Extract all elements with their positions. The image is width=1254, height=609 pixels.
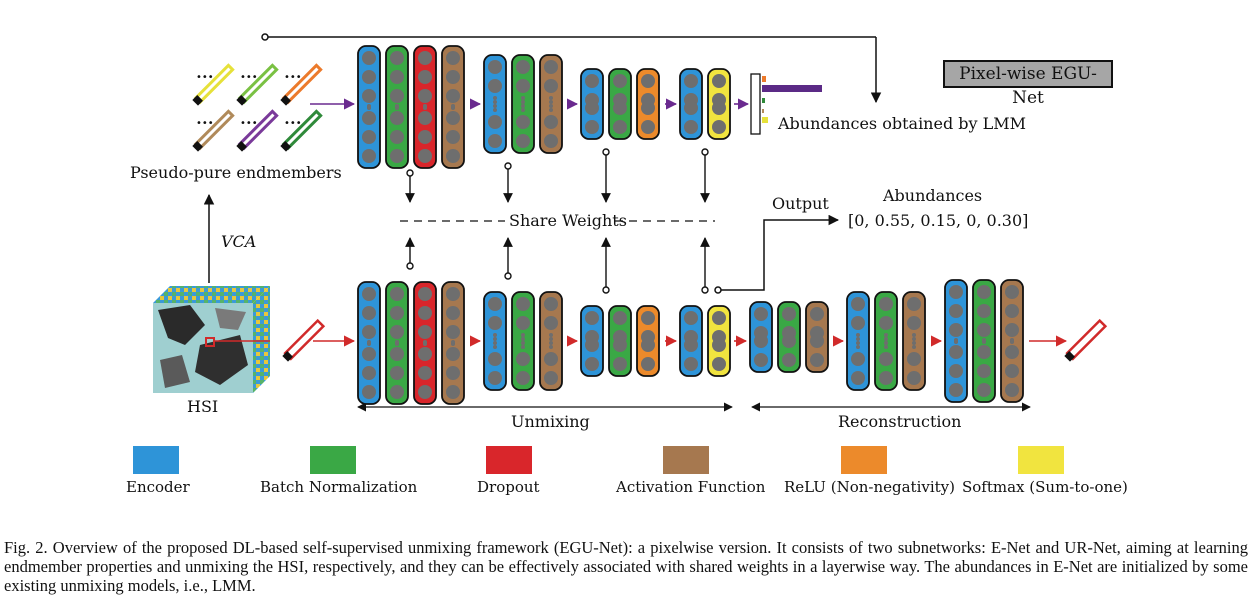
enet-block1-dropout-layer — [413, 45, 437, 169]
enet-block2-encoder-layer — [483, 54, 507, 154]
share-weights-label: Share Weights — [509, 211, 627, 230]
recon-block2-encoder-layer — [846, 291, 870, 391]
urnet-block1-batch-norm-layer — [385, 281, 409, 405]
recon-block3-activation-layer — [1000, 279, 1024, 403]
urnet-block2-batch-norm-layer — [511, 291, 535, 391]
share-link-bottom-1-node — [406, 262, 414, 270]
svg-text:•••: ••• — [196, 72, 214, 83]
enet-block3-encoder-layer — [580, 68, 604, 140]
recon-block1-batch-norm-layer — [777, 301, 801, 373]
legend-label-relu: ReLU (Non-negativity) — [784, 478, 955, 496]
output-pixel-bar — [1064, 318, 1108, 362]
enet-block2-activation-layer — [539, 54, 563, 154]
svg-text:•••: ••• — [284, 118, 302, 129]
svg-text:•••: ••• — [196, 118, 214, 129]
dropout-swatch — [486, 446, 532, 474]
legend-label-batch-normalization: Batch Normalization — [260, 478, 418, 496]
legend-label-dropout: Dropout — [477, 478, 540, 496]
recon-block1-encoder-layer — [749, 301, 773, 373]
figure-caption: Fig. 2. Overview of the proposed DL-base… — [4, 538, 1248, 595]
urnet-block2-encoder-layer — [483, 291, 507, 391]
enet-block1-activation-layer — [441, 45, 465, 169]
output-arrow — [721, 214, 840, 291]
pixel-wise-badge: Pixel-wise EGU-Net — [943, 60, 1113, 108]
output-label: Output — [772, 194, 829, 213]
svg-text:•••: ••• — [284, 72, 302, 83]
urnet-block4-encoder-layer — [679, 305, 703, 377]
enet-block4-encoder-layer — [679, 68, 703, 140]
recon-block3-encoder-layer — [944, 279, 968, 403]
reconstruction-label: Reconstruction — [838, 412, 962, 431]
urnet-block1-dropout-layer — [413, 281, 437, 405]
share-link-bottom-4-node — [701, 286, 709, 294]
svg-text:•••: ••• — [240, 118, 258, 129]
enet-block2-batch-norm-layer — [511, 54, 535, 154]
urnet-block2-activation-layer — [539, 291, 563, 391]
encoder-swatch — [133, 446, 179, 474]
enet-block1-encoder-layer — [357, 45, 381, 169]
relu-swatch — [841, 446, 887, 474]
share-link-top-4-node — [701, 148, 709, 156]
lmm-abundance-icon — [750, 73, 822, 135]
hsi-label: HSI — [187, 397, 219, 416]
share-link-bottom-2-node — [504, 272, 512, 280]
enet-block4-softmax-layer — [707, 68, 731, 140]
vca-label: VCA — [221, 232, 257, 251]
output-node — [714, 286, 722, 294]
share-link-top-2-node — [504, 162, 512, 170]
enet-block3-relu-layer — [636, 68, 660, 140]
urnet-block3-relu-layer — [636, 305, 660, 377]
pseudo-pure-endmembers-label: Pseudo-pure endmembers — [130, 163, 342, 182]
svg-text:•••: ••• — [240, 72, 258, 83]
legend-label-softmax: Softmax (Sum-to-one) — [962, 478, 1128, 496]
input-pixel-bar — [282, 318, 326, 362]
urnet-block4-softmax-layer — [707, 305, 731, 377]
share-link-bottom-3-node — [602, 286, 610, 294]
legend-label-encoder: Encoder — [126, 478, 190, 496]
recon-block2-batch-norm-layer — [874, 291, 898, 391]
hsi-cube — [153, 286, 270, 393]
enet-block3-batch-norm-layer — [608, 68, 632, 140]
feedback-start-node — [261, 33, 269, 41]
recon-block1-activation-layer — [805, 301, 829, 373]
lmm-abundances-label: Abundances obtained by LMM — [778, 114, 1027, 133]
softmax-swatch — [1018, 446, 1064, 474]
recon-block3-batch-norm-layer — [972, 279, 996, 403]
enet-block1-batch-norm-layer — [385, 45, 409, 169]
abundances-values: [0, 0.55, 0.15, 0, 0.30] — [848, 211, 1029, 230]
share-link-top-1-node — [406, 169, 414, 177]
batch-normalization-swatch — [310, 446, 356, 474]
unmixing-label: Unmixing — [511, 412, 590, 431]
activation-function-swatch — [663, 446, 709, 474]
recon-block2-activation-layer — [902, 291, 926, 391]
share-link-top-3-node — [602, 148, 610, 156]
urnet-block1-encoder-layer — [357, 281, 381, 405]
endmember-bars: ••• ••• ••• ••• ••• ••• — [192, 63, 323, 152]
legend-label-activation-function: Activation Function — [616, 478, 766, 496]
urnet-block3-encoder-layer — [580, 305, 604, 377]
urnet-block3-batch-norm-layer — [608, 305, 632, 377]
urnet-block1-activation-layer — [441, 281, 465, 405]
abundances-title: Abundances — [883, 186, 983, 205]
